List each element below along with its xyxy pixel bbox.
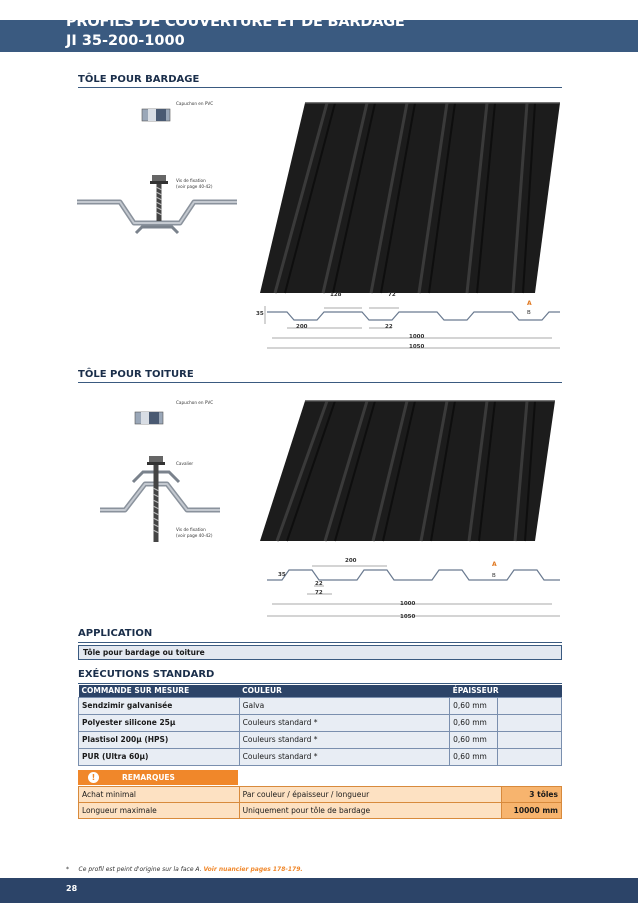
table-row: Plastisol 200µ (HPS) Couleurs standard *… [78, 730, 562, 749]
dim-200: 200 [345, 558, 357, 564]
dim-35: 35 [278, 572, 286, 578]
table-cell: Achat minimal [78, 786, 240, 803]
table-cell: 0,60 mm [449, 730, 499, 749]
table-cell: Couleurs standard * [238, 747, 451, 766]
profile-dimension-drawing-bardage [264, 306, 560, 349]
cap-label: Capuchon en PVC [176, 101, 214, 106]
footnote: * Ce profil est peint d'origine sur la f… [66, 866, 303, 873]
section-rule [78, 87, 562, 88]
table-cell [497, 696, 562, 715]
nuancier-link[interactable]: Voir nuancier pages 178-179. [203, 866, 303, 873]
dim-1000: 1000 [409, 334, 425, 340]
table-cell [497, 713, 562, 732]
section-rule [78, 683, 562, 684]
column-header: COMMANDE SUR MESURE [78, 685, 240, 697]
table-row: Polyester silicone 25µ Couleurs standard… [78, 713, 562, 732]
washer-label: Cavalier [176, 461, 194, 466]
application-title: APPLICATION [78, 628, 153, 639]
table-cell: Galva [238, 696, 451, 715]
screw-icon [149, 456, 163, 463]
footnote-text: Ce profil est peint d'origine sur la fac… [78, 866, 202, 873]
footer-bar [0, 878, 638, 903]
cap-label: Capuchon en PVC [176, 400, 214, 405]
face-b-marker: B [492, 573, 496, 579]
table-cell: Longueur maximale [78, 802, 240, 819]
table-row: Sendzimir galvanisée Galva 0,60 mm [78, 696, 562, 715]
product-reference: JI 35-200-1000 [66, 33, 185, 49]
table-row: Achat minimal Par couleur / épaisseur / … [78, 786, 562, 803]
remarques-tab: ! REMARQUES [78, 770, 238, 785]
column-header: ÉPAISSEUR [449, 685, 562, 697]
section-rule [78, 642, 562, 643]
dim-72: 72 [388, 292, 396, 298]
face-b-marker: B [527, 310, 531, 316]
table-cell: 0,60 mm [449, 713, 499, 732]
profile-dimension-drawing-toiture [267, 565, 560, 617]
dim-22: 22 [385, 324, 393, 330]
table-cell: 10000 mm [501, 802, 562, 819]
dim-1050: 1050 [400, 614, 416, 620]
table-cell: Par couleur / épaisseur / longueur [238, 786, 503, 803]
screw-label: Vis de fixation [176, 527, 206, 532]
screw-label: Vis de fixation [176, 178, 206, 183]
dim-22: 22 [315, 581, 323, 587]
application-value: Tôle pour bardage ou toiture [78, 645, 562, 660]
fixing-detail-bardage [77, 108, 237, 235]
section-title-bardage: TÔLE POUR BARDAGE [78, 74, 200, 85]
footnote-marker: * [66, 866, 69, 873]
header-bar [0, 20, 638, 52]
table-cell: Couleurs standard * [238, 730, 451, 749]
table-cell: 0,60 mm [449, 747, 499, 766]
table-cell: Plastisol 200µ (HPS) [78, 730, 240, 749]
table-row: Longueur maximale Uniquement pour tôle d… [78, 802, 562, 819]
table-cell [497, 730, 562, 749]
dim-1050: 1050 [409, 344, 425, 350]
face-a-marker: A [527, 300, 532, 307]
fixing-detail-toiture [100, 411, 220, 542]
dim-128: 128 [330, 292, 342, 298]
table-cell: 0,60 mm [449, 696, 499, 715]
screw-ref-label: (voir page 40-42) [176, 184, 213, 189]
table-header-row: COMMANDE SUR MESURE COULEUR ÉPAISSEUR [78, 685, 562, 697]
exclamation-icon: ! [88, 772, 99, 783]
panel-illustration-toiture [260, 400, 555, 542]
executions-title: EXÉCUTIONS STANDARD [78, 669, 215, 680]
executions-table: COMMANDE SUR MESURE COULEUR ÉPAISSEUR Se… [78, 685, 562, 766]
screw-ref-label: (voir page 40-42) [176, 533, 213, 538]
panel-illustration-bardage [260, 102, 560, 294]
dim-72: 72 [315, 590, 323, 596]
table-cell: Sendzimir galvanisée [78, 696, 240, 715]
column-header: COULEUR [239, 685, 450, 697]
table-row: PUR (Ultra 60µ) Couleurs standard * 0,60… [78, 747, 562, 766]
remarques-table: Achat minimal Par couleur / épaisseur / … [78, 786, 562, 819]
table-cell: Polyester silicone 25µ [78, 713, 240, 732]
page-title: PROFILS DE COUVERTURE ET DE BARDAGE [66, 14, 405, 30]
section-rule [78, 382, 562, 383]
dim-35: 35 [256, 311, 264, 317]
table-cell: Uniquement pour tôle de bardage [238, 802, 503, 819]
table-cell [497, 747, 562, 766]
dim-1000: 1000 [400, 601, 416, 607]
screw-icon [152, 175, 166, 182]
face-a-marker: A [492, 561, 497, 568]
section-title-toiture: TÔLE POUR TOITURE [78, 369, 194, 380]
page-number: 28 [66, 884, 78, 893]
table-cell: 3 tôles [501, 786, 562, 803]
table-cell: PUR (Ultra 60µ) [78, 747, 240, 766]
remarques-label: REMARQUES [122, 773, 175, 782]
dim-200: 200 [296, 324, 308, 330]
table-cell: Couleurs standard * [238, 713, 451, 732]
